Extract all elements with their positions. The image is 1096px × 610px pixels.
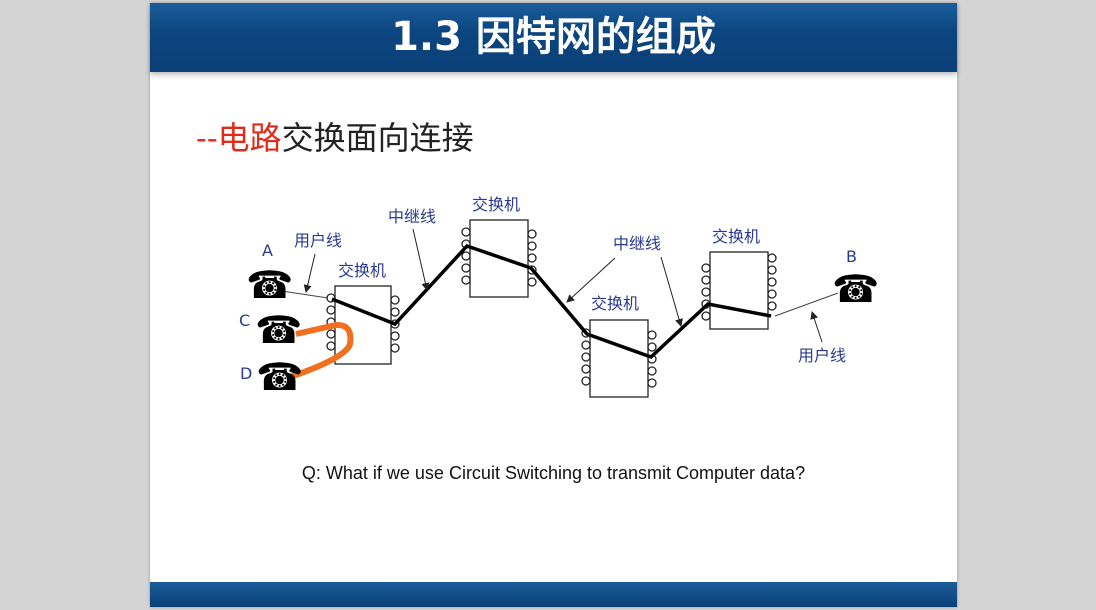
subtitle-red: 电路 bbox=[217, 119, 282, 157]
arrow bbox=[566, 257, 616, 303]
circuit-path bbox=[331, 243, 772, 360]
label-phone-a: A bbox=[262, 241, 273, 260]
user-line-b bbox=[774, 292, 839, 317]
label-user-line: 用户线 bbox=[798, 346, 846, 365]
label-user-line: 用户线 bbox=[294, 231, 342, 250]
slide-title: 1.3 因特网的组成 bbox=[391, 14, 716, 60]
title-bar: 1.3 因特网的组成 bbox=[150, 3, 957, 72]
subtitle-prefix: -- bbox=[196, 119, 218, 157]
label-switch: 交换机 bbox=[472, 195, 520, 214]
label-phone-c: C bbox=[239, 311, 250, 330]
label-phone-b: B bbox=[846, 247, 857, 266]
label-switch: 交换机 bbox=[591, 294, 639, 313]
arrow bbox=[303, 253, 316, 293]
label-phone-d: D bbox=[240, 364, 252, 383]
local-connection-c-d bbox=[289, 321, 354, 380]
bottom-bar bbox=[150, 582, 957, 607]
label-trunk-line: 中继线 bbox=[613, 234, 661, 253]
arrow bbox=[810, 311, 823, 343]
phone-icon: ☎ bbox=[832, 267, 879, 311]
subtitle-rest: 交换面向连接 bbox=[281, 119, 474, 157]
slide-subtitle: --电路交换面向连接 bbox=[196, 113, 474, 159]
slide: 1.3 因特网的组成 --电路交换面向连接 Q: What if we use … bbox=[150, 3, 957, 607]
switch-box bbox=[709, 251, 769, 330]
label-switch: 交换机 bbox=[712, 227, 760, 246]
phone-icon: ☎ bbox=[256, 355, 303, 399]
user-line-a bbox=[274, 289, 329, 299]
switch-box bbox=[589, 319, 649, 398]
label-switch: 交换机 bbox=[338, 261, 386, 280]
question-text: Q: What if we use Circuit Switching to t… bbox=[301, 463, 806, 483]
phone-icon: ☎ bbox=[255, 308, 302, 352]
phone-icon: ☎ bbox=[246, 263, 293, 307]
label-trunk-line: 中继线 bbox=[388, 207, 436, 226]
arrow bbox=[412, 228, 430, 291]
arrow bbox=[660, 256, 683, 327]
